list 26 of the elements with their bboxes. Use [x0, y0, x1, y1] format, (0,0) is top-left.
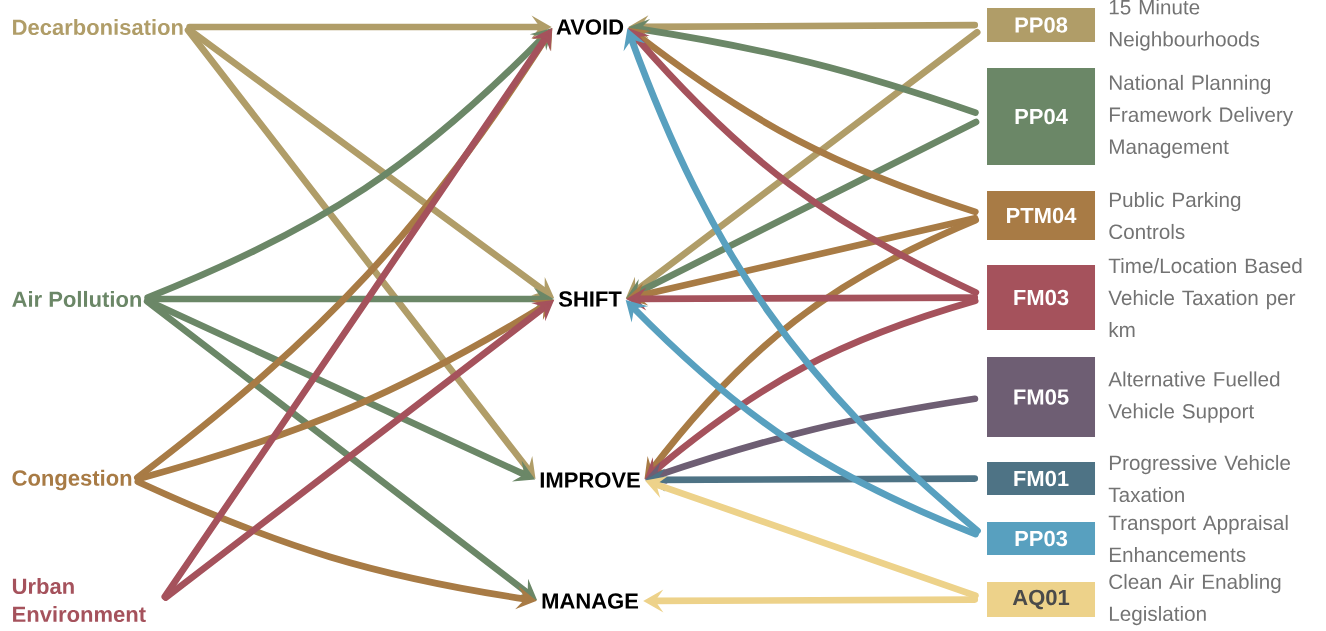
policy-description: Public Parking Controls — [1109, 191, 1241, 240]
policy-code-box: PP04 — [987, 68, 1095, 165]
policy-code-box: FM03 — [987, 265, 1095, 330]
policy-code-box: FM01 — [987, 462, 1095, 495]
policy-code-box: PP03 — [987, 522, 1095, 555]
measure-type-label: SHIFT — [558, 291, 622, 307]
policy-code-box: FM05 — [987, 357, 1095, 437]
issue-label: Congestion — [12, 469, 132, 491]
policy-description: Transport Appraisal Enhancements — [1108, 514, 1288, 563]
policy-code-box: PP08 — [987, 8, 1095, 42]
issue-label: Air Pollution — [12, 290, 141, 308]
issue-label: Decarbonisation — [13, 18, 183, 36]
policy-description: Progressive Vehicle Taxation — [1108, 454, 1290, 503]
policy-description: Clean Air Enabling Legislation — [1109, 573, 1281, 626]
measure-type-label: IMPROVE — [540, 472, 640, 488]
policy-description: National Planning Framework Delivery Management — [1110, 74, 1294, 159]
policy-description: Alternative Fuelled Vehicle Support — [1108, 371, 1280, 423]
measure-type-label: AVOID — [556, 19, 624, 35]
policy-description: 15 Minute Neighbourhoods — [1109, 0, 1260, 51]
issue-label: Urban Environment — [12, 577, 146, 623]
policy-description: Time/Location Based Vehicle Taxation per km — [1108, 258, 1302, 337]
arrow — [644, 216, 979, 479]
measure-type-label: MANAGE — [542, 593, 639, 609]
arrow — [184, 26, 536, 479]
policy-code-box: PTM04 — [987, 191, 1095, 240]
policy-code-box: AQ01 — [987, 582, 1095, 617]
